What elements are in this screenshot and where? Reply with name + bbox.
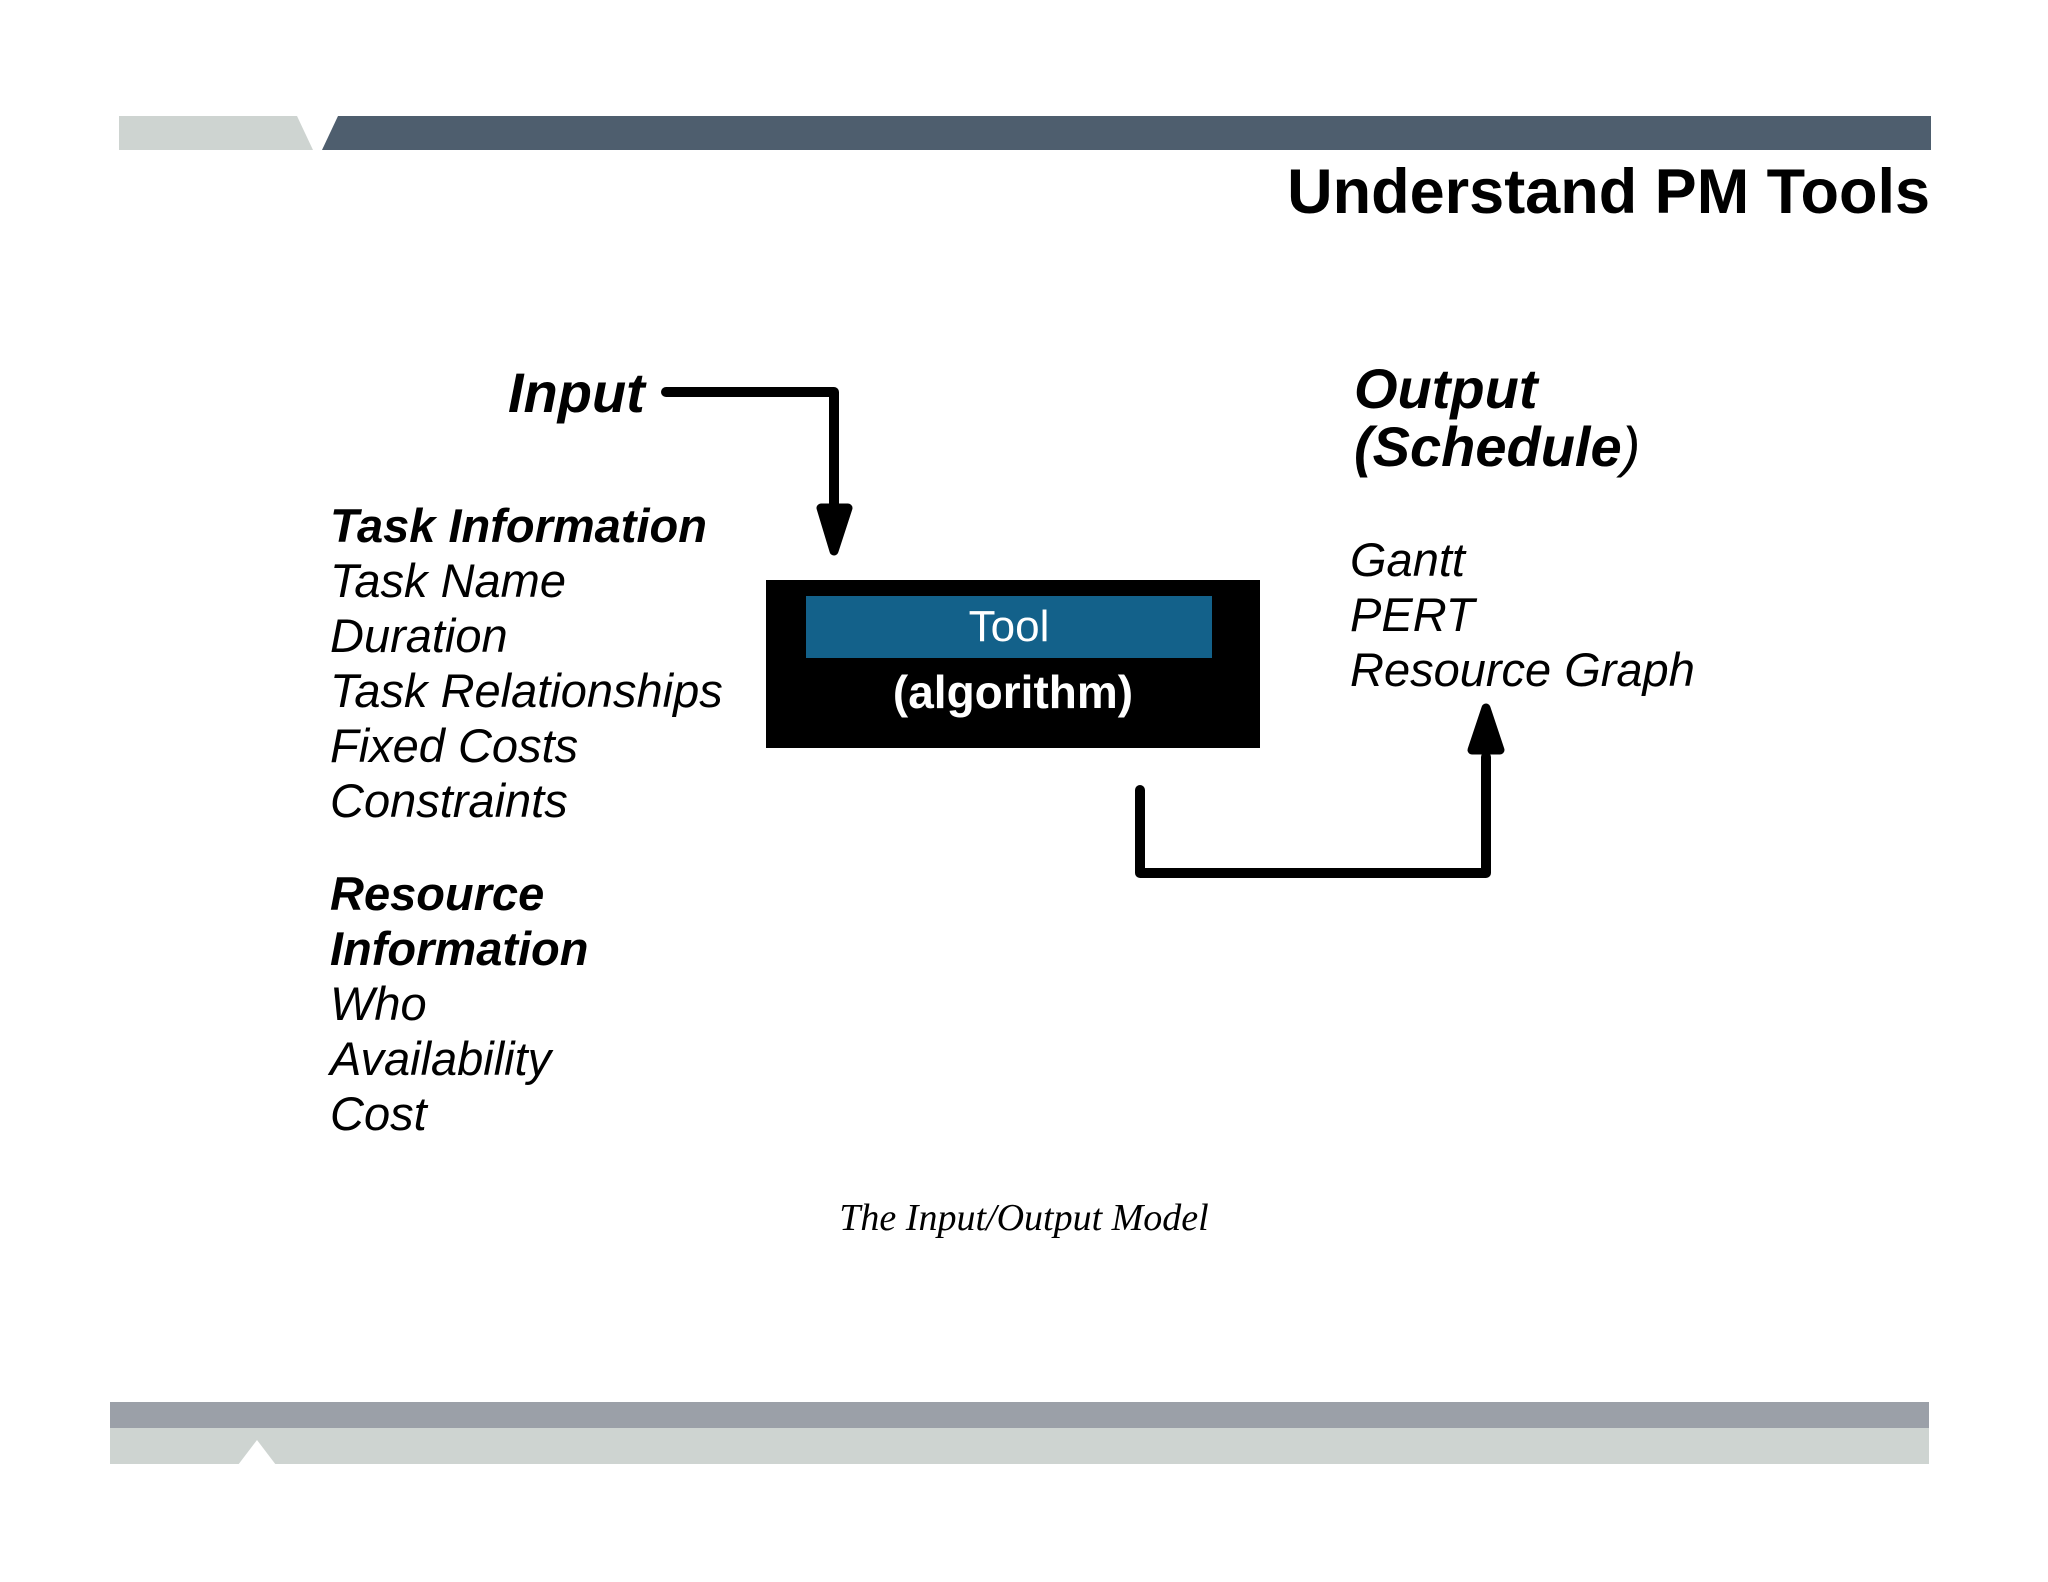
output-item: Gantt [1350,533,1465,586]
input-arrowhead [816,503,853,556]
task-info-item: Task Name [330,554,566,607]
resource-info-heading: Resource [330,867,545,920]
task-info-block: Task Information Task Name Duration Task… [330,498,723,828]
task-info-item: Task Relationships [330,664,723,717]
resource-info-item: Availability [330,1032,552,1085]
task-info-heading: Task Information [330,499,707,552]
task-info-item: Fixed Costs [330,719,579,772]
resource-info-item: Cost [330,1087,427,1140]
bottom-notch-triangle [238,1440,276,1465]
bottom-bar-upper [110,1402,1929,1428]
output-label-line1: Output [1354,357,1538,420]
output-label-close-paren: ) [1621,415,1641,478]
output-list-block: Gantt PERT Resource Graph [1350,532,1695,697]
top-bar [322,116,1931,150]
resource-info-heading: Information [330,922,589,975]
input-label: Input [508,361,645,424]
caption: The Input/Output Model [839,1197,1209,1239]
page-title: Understand PM Tools [1287,157,1930,227]
resource-info-item: Who [330,977,427,1030]
tool-box-subtitle: (algorithm) [892,666,1134,718]
top-accent-block [119,116,313,150]
output-item: PERT [1350,588,1475,641]
output-label: Output (Schedule) [1354,360,1640,476]
tool-box: Tool (algorithm) [766,580,1260,748]
task-info-item: Duration [330,609,508,662]
output-label-line2: (Schedule) [1354,415,1641,478]
resource-info-block: Resource Information Who Availability Co… [330,866,588,1141]
task-info-item: Constraints [330,774,568,827]
bottom-bar-lower [110,1428,1929,1464]
tool-box-title: Tool [806,596,1212,658]
output-arrowhead [1467,703,1505,755]
output-item: Resource Graph [1350,643,1695,696]
